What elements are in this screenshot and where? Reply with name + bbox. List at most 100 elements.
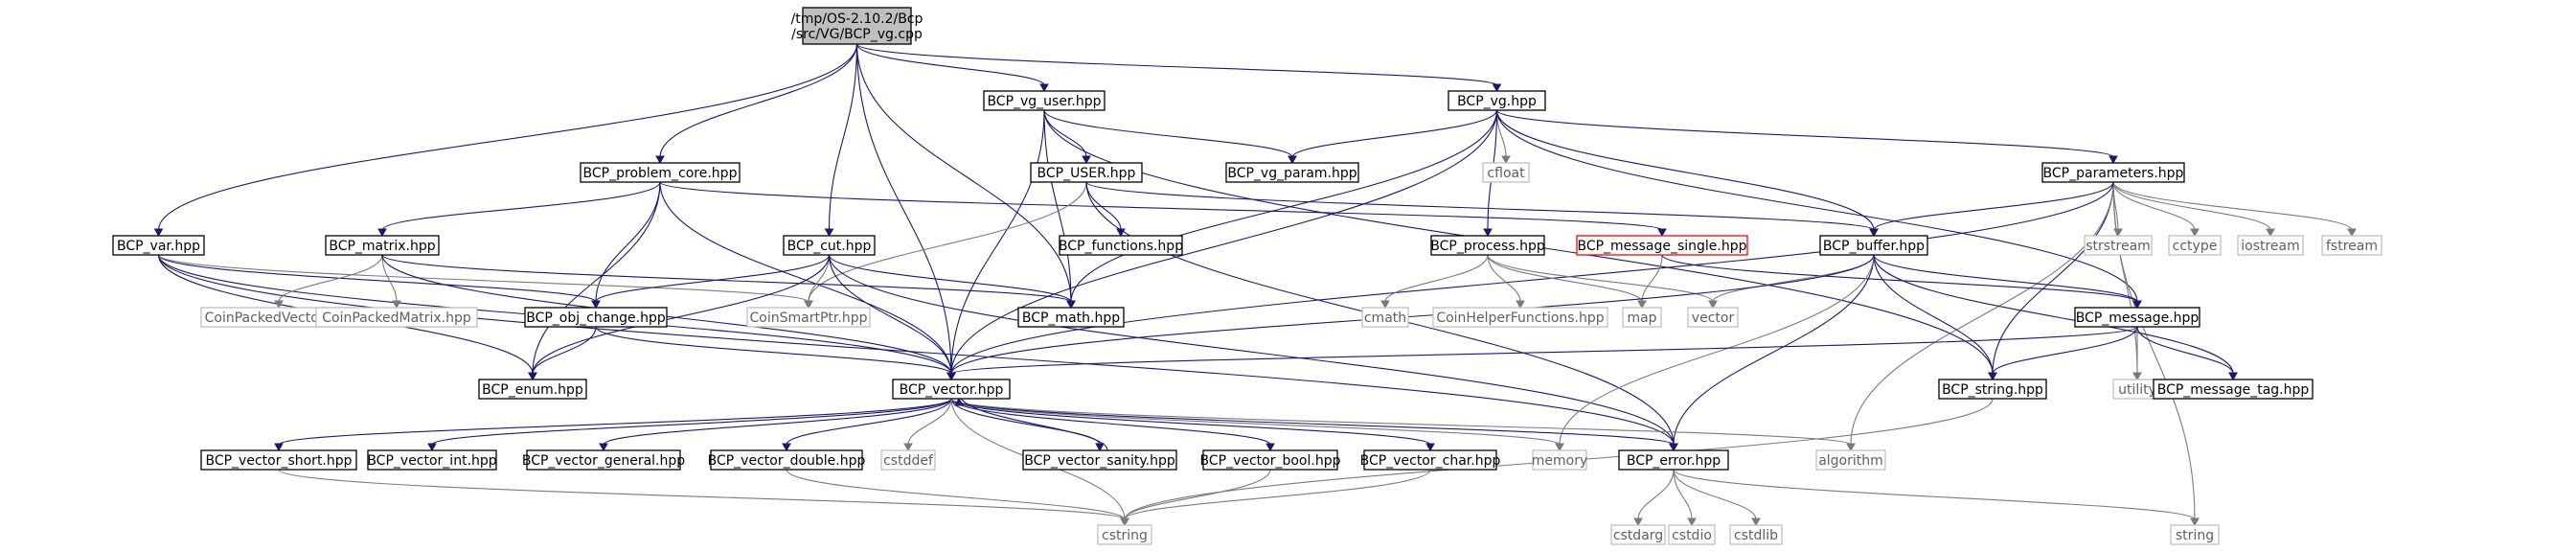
node-label: BCP_vector_sanity.hpp	[1024, 453, 1175, 469]
node-vg_user[interactable]: BCP_vg_user.hpp	[983, 90, 1106, 111]
node-label: BCP_math.hpp	[1022, 310, 1120, 326]
node-msg_tag[interactable]: BCP_message_tag.hpp	[2153, 379, 2314, 400]
edge-root-to-cut	[824, 43, 858, 238]
node-enum[interactable]: BCP_enum.hpp	[478, 379, 587, 400]
edge-parameters-to-string	[2112, 181, 2200, 527]
edge-msg_single-to-message	[1661, 254, 2142, 310]
node-label: /src/VG/BCP_vg.cpp	[791, 27, 923, 42]
node-v_bool[interactable]: BCP_vector_bool.hpp	[1200, 449, 1341, 471]
node-cmath: cmath	[1361, 307, 1409, 328]
node-label: BCP_obj_change.hpp	[526, 310, 666, 326]
node-box	[524, 307, 668, 328]
node-box	[1618, 449, 1729, 471]
node-label: string	[2176, 528, 2214, 543]
edge-root-to-problem_core	[655, 43, 858, 165]
edge-root-to-vg_user	[855, 43, 1049, 93]
edge-v_bool-to-cstring	[1120, 469, 1271, 527]
edge-problem_core-to-msg_single	[659, 181, 1667, 238]
node-message[interactable]: BCP_message.hpp	[2074, 307, 2200, 328]
node-bvector[interactable]: BCP_vector.hpp	[892, 379, 1011, 400]
edge-bvector-to-v_bool	[950, 398, 1275, 452]
node-v_int[interactable]: BCP_vector_int.hpp	[367, 449, 497, 471]
node-box	[1448, 90, 1546, 111]
node-matrix[interactable]: BCP_matrix.hpp	[325, 235, 440, 256]
node-box	[1225, 162, 1359, 183]
edge-bvector-to-cstddef	[903, 398, 952, 452]
node-label: BCP_vector.hpp	[900, 382, 1004, 398]
node-cstring: cstring	[1097, 524, 1152, 545]
edge-vg-to-message	[1495, 109, 2142, 310]
node-box	[1361, 307, 1409, 328]
node-label: BCP_enum.hpp	[482, 382, 583, 398]
node-iostream: iostream	[2237, 235, 2304, 256]
edge-problem_core-to-obj_change	[591, 181, 661, 310]
edge-cut-to-math	[828, 254, 1076, 310]
node-process[interactable]: BCP_process.hpp	[1430, 235, 1545, 256]
node-msg_single[interactable]: BCP_message_single.hpp	[1576, 235, 1748, 256]
node-v_char[interactable]: BCP_vector_char.hpp	[1360, 449, 1501, 471]
node-var[interactable]: BCP_var.hpp	[112, 235, 205, 256]
node-functions[interactable]: BCP_functions.hpp	[1059, 235, 1183, 256]
node-string_h[interactable]: BCP_string.hpp	[1938, 379, 2047, 400]
edge-v_char-to-cstring	[1120, 469, 1431, 527]
edge-vg-to-math	[1066, 109, 1498, 310]
edge-v_sanity-to-bvector	[954, 392, 1108, 451]
edge-problem_core-to-bvector	[659, 181, 956, 381]
node-box	[1729, 524, 1783, 545]
edge-error-to-cstdio	[1673, 469, 1697, 527]
edge-bvector-to-memory	[950, 398, 1564, 452]
node-error[interactable]: BCP_error.hpp	[1618, 449, 1729, 471]
node-box	[1576, 235, 1748, 256]
node-label: cmath	[1364, 310, 1406, 326]
edge-bvector-to-error	[950, 398, 1678, 452]
node-obj_change[interactable]: BCP_obj_change.hpp	[524, 307, 668, 328]
node-math[interactable]: BCP_math.hpp	[1017, 307, 1125, 328]
node-label: BCP_vector_bool.hpp	[1200, 453, 1341, 469]
edges-layer	[153, 43, 2357, 527]
node-v_double[interactable]: BCP_vector_double.hpp	[708, 449, 866, 471]
node-problem_core[interactable]: BCP_problem_core.hpp	[580, 162, 741, 183]
edge-problem_core-to-matrix	[377, 181, 661, 238]
node-string: string	[2170, 524, 2220, 545]
node-cstdarg: cstdarg	[1610, 524, 1666, 545]
node-csp: CoinSmartPtr.hpp	[746, 307, 871, 328]
node-algorithm: algorithm	[1815, 449, 1886, 471]
edge-buffer-to-message	[1873, 254, 2142, 310]
node-label: BCP_message_tag.hpp	[2157, 382, 2310, 398]
node-vg[interactable]: BCP_vg.hpp	[1448, 90, 1546, 111]
node-box	[1363, 449, 1497, 471]
node-vector: vector	[1687, 307, 1739, 328]
node-box	[200, 449, 357, 471]
node-label: BCP_USER.hpp	[1037, 166, 1136, 181]
edge-v_short-to-cstring	[278, 469, 1129, 527]
edge-cut-to-csp	[804, 254, 831, 310]
node-label: BCP_matrix.hpp	[329, 239, 435, 254]
node-label: BCP_cut.hpp	[787, 239, 872, 254]
node-v_general[interactable]: BCP_vector_general.hpp	[522, 449, 685, 471]
edge-cut-to-obj_change	[591, 254, 831, 310]
edge-parameters-to-fstream	[2112, 181, 2357, 238]
edge-message-to-bvector	[946, 326, 2138, 381]
edge-vg-to-vg_param	[1288, 109, 1498, 165]
node-v_short[interactable]: BCP_vector_short.hpp	[200, 449, 357, 471]
node-box	[983, 90, 1106, 111]
node-buffer[interactable]: BCP_buffer.hpp	[1819, 235, 1928, 256]
node-label: cstdio	[1672, 528, 1712, 543]
node-box	[710, 449, 863, 471]
edge-error-to-cstdlib	[1673, 469, 1761, 527]
node-box	[1030, 162, 1143, 183]
node-cut[interactable]: BCP_cut.hpp	[783, 235, 876, 256]
node-vg_param[interactable]: BCP_vg_param.hpp	[1225, 162, 1359, 183]
edge-parameters-to-cctype	[2112, 181, 2200, 238]
node-user[interactable]: BCP_USER.hpp	[1030, 162, 1143, 183]
edge-vg_user-to-user	[1043, 109, 1091, 165]
node-parameters[interactable]: BCP_parameters.hpp	[2041, 162, 2185, 183]
edge-matrix-to-cpv	[274, 254, 383, 310]
node-memory: memory	[1532, 449, 1587, 471]
node-label: BCP_vg.hpp	[1457, 94, 1537, 109]
node-label: BCP_message.hpp	[2076, 310, 2200, 326]
node-box	[783, 235, 876, 256]
node-v_sanity[interactable]: BCP_vector_sanity.hpp	[1022, 449, 1177, 471]
node-box	[1017, 307, 1125, 328]
